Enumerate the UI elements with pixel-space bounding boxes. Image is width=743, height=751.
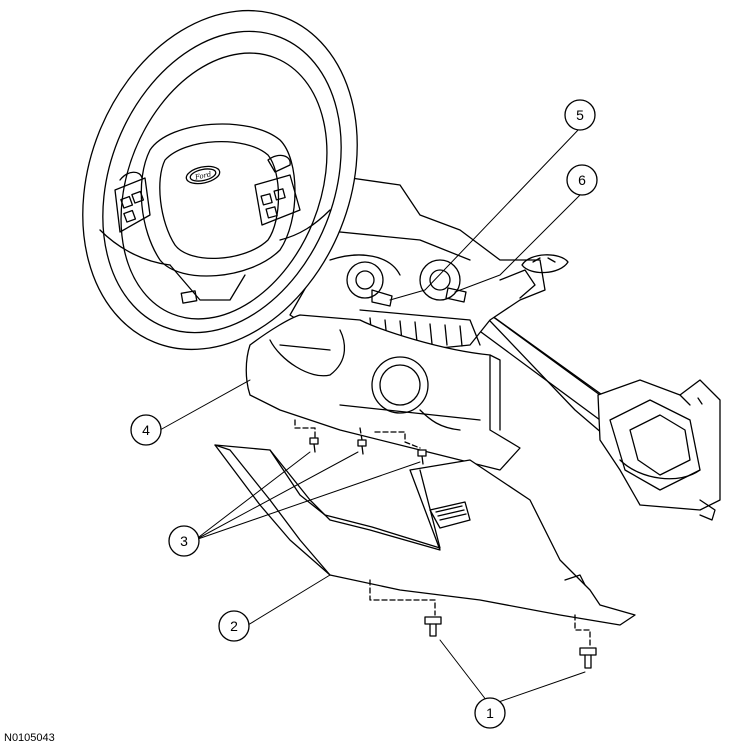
callout-5-label: 5 [576, 107, 584, 123]
column-housing [289, 174, 569, 351]
callout-2: 2 [218, 610, 250, 642]
lower-fasteners [369, 579, 597, 669]
callout-3: 3 [168, 525, 200, 557]
leader-lines [159, 127, 586, 706]
lower-trim-panel [214, 444, 636, 626]
callout-6-label: 6 [578, 172, 586, 188]
lower-column-shroud [245, 314, 521, 471]
callout-5: 5 [564, 99, 596, 131]
callout-1-label: 1 [486, 705, 494, 721]
callout-3-label: 3 [180, 533, 188, 549]
callout-4: 4 [130, 414, 162, 446]
callout-2-label: 2 [230, 618, 238, 634]
steering-wheel [82, 9, 358, 351]
ford-emblem-text: Ford [193, 170, 212, 182]
callout-1: 1 [474, 697, 506, 729]
callout-6: 6 [566, 164, 598, 196]
steering-column-shaft [461, 299, 721, 521]
figure-id: N0105043 [4, 732, 55, 744]
upper-screws [294, 419, 427, 465]
callout-4-label: 4 [142, 422, 150, 438]
